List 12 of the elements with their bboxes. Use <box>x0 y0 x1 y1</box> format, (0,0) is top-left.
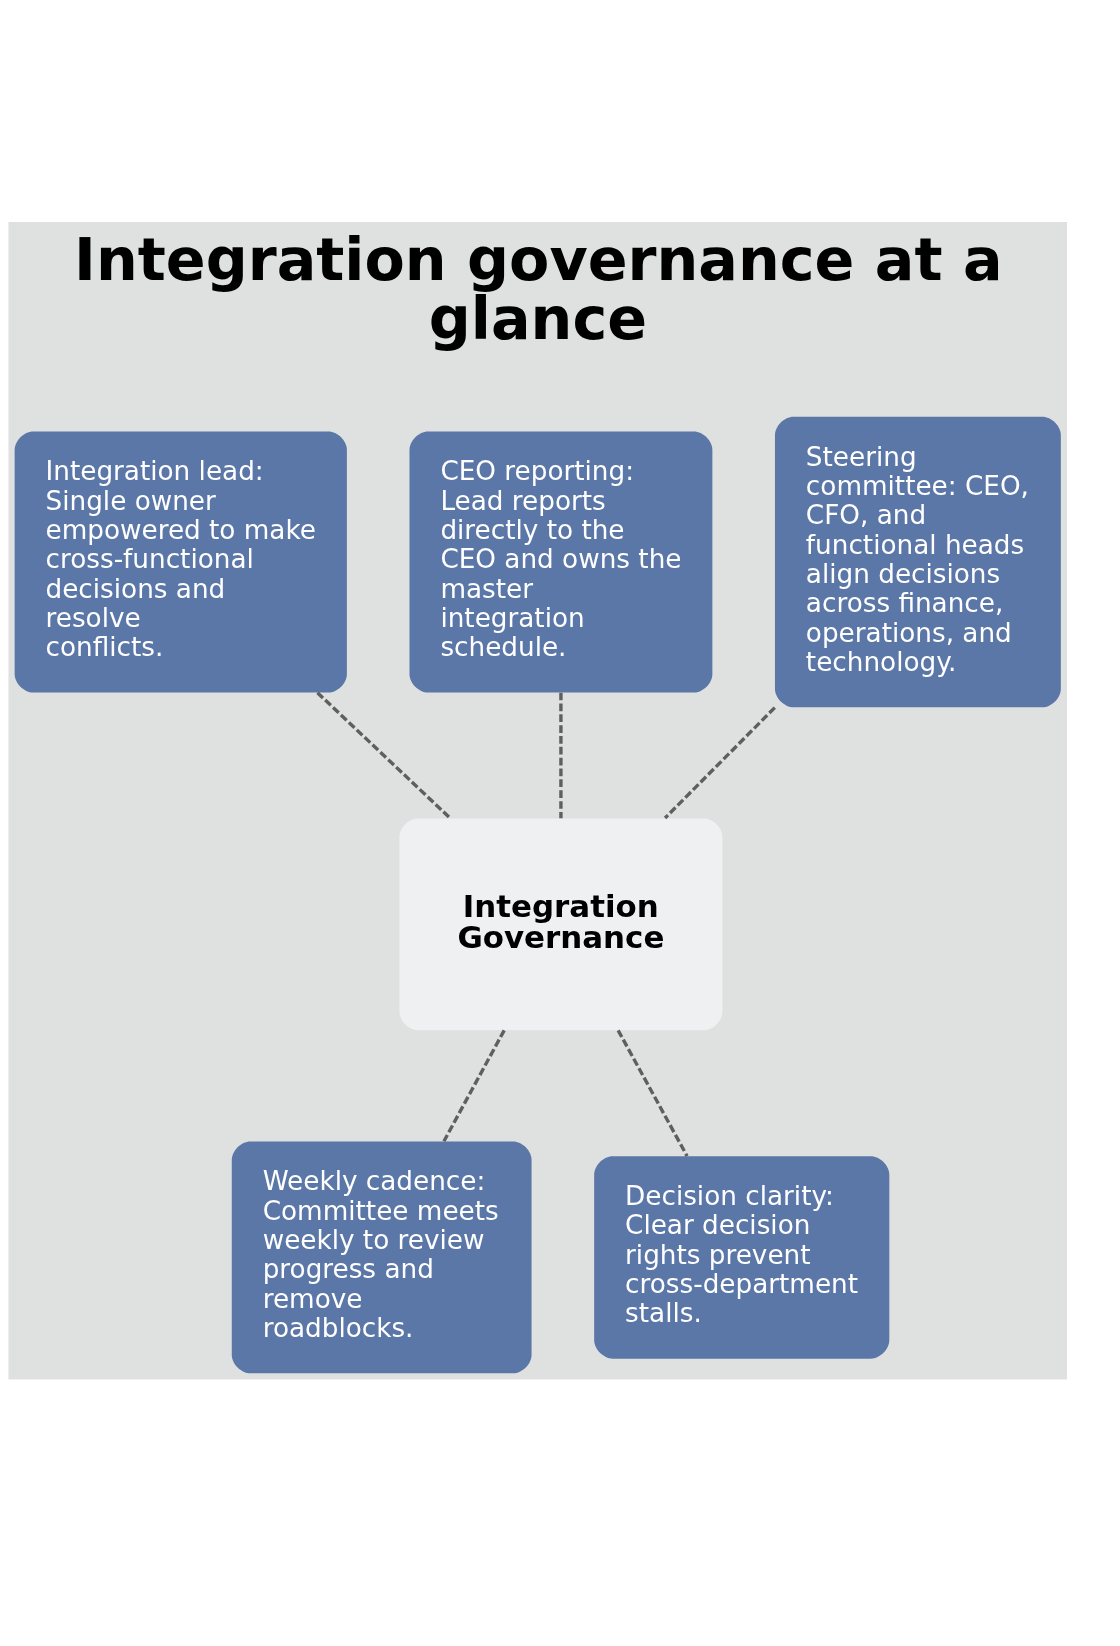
connector <box>316 691 452 820</box>
diagram-title: Integration governance at a glance <box>74 224 1003 353</box>
node-box: Integration Governance <box>399 818 723 1031</box>
node-box: Integration lead: Single owner empowered to make cross-functional decisions and resolve conflicts. <box>14 431 347 693</box>
node-box: CEO reporting: Lead reports directly to the CEO and owns the master integration schedule. <box>409 431 713 693</box>
node-box: Decision clarity: Clear decision rights prevent cross-department stalls. <box>594 1156 890 1359</box>
connector <box>442 1029 506 1143</box>
node-box: Steering committee: CEO, CFO, and functional heads align decisions across finance, operations, and technology. <box>774 416 1061 708</box>
connector <box>616 1029 689 1157</box>
node-box: Weekly cadence: Committee meets weekly to review progress and remove roadblocks. <box>231 1141 532 1374</box>
connector <box>559 692 563 819</box>
connector <box>663 706 776 820</box>
